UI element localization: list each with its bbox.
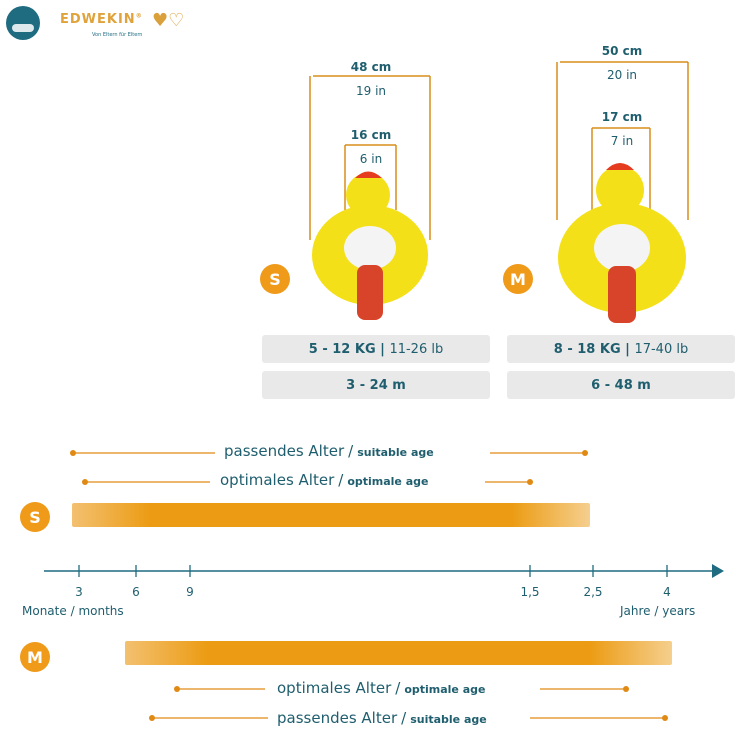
duck-float-icon [312,171,428,320]
s-width-in: 19 in [355,84,387,98]
tick-4: 4 [663,585,671,599]
s-width-cm: 48 cm [350,60,392,74]
m-weight-pill: 8 - 18 KG | 17-40 lb [507,335,735,363]
timeline-badge-s: S [20,502,50,532]
timeline-badge-m: M [20,642,50,672]
duck-float-icon [558,163,686,323]
size-badge-m: M [503,264,533,294]
tick-2-5: 2,5 [583,585,603,599]
tick-1-5: 1,5 [520,585,540,599]
hearts-icon: ♥♡ [152,10,185,31]
brand-name: EDWEKIN® [60,12,143,27]
m-age-bar [125,641,672,665]
m-age-pill: 6 - 48 m [507,371,735,399]
logo-icon [6,6,40,40]
m-width-cm: 50 cm [601,44,643,58]
m-width-in: 20 in [606,68,638,82]
s-optimal-label: optimales Alter / optimale age [220,471,429,489]
s-hole-in: 6 in [359,152,383,166]
s-hole-cm: 16 cm [350,128,392,142]
m-suitable-label: passendes Alter / suitable age [277,709,487,727]
tick-3: 3 [75,585,83,599]
s-suitable-label: passendes Alter / suitable age [224,442,434,460]
m-optimal-label: optimales Alter / optimale age [277,679,486,697]
tick-6: 6 [132,585,140,599]
s-age-pill: 3 - 24 m [262,371,490,399]
dimension-lines [309,61,689,323]
m-hole-cm: 17 cm [601,110,643,124]
axis-caption-years: Jahre / years [620,604,696,618]
brand-tagline: Von Eltern für Eltern [92,32,143,38]
size-badge-s: S [260,264,290,294]
s-age-bar [72,503,590,527]
m-hole-in: 7 in [610,134,634,148]
axis-caption-months: Monate / months [22,604,124,618]
timeline-graphic [44,450,724,721]
s-weight-pill: 5 - 12 KG | 11-26 lb [262,335,490,363]
tick-9: 9 [186,585,194,599]
